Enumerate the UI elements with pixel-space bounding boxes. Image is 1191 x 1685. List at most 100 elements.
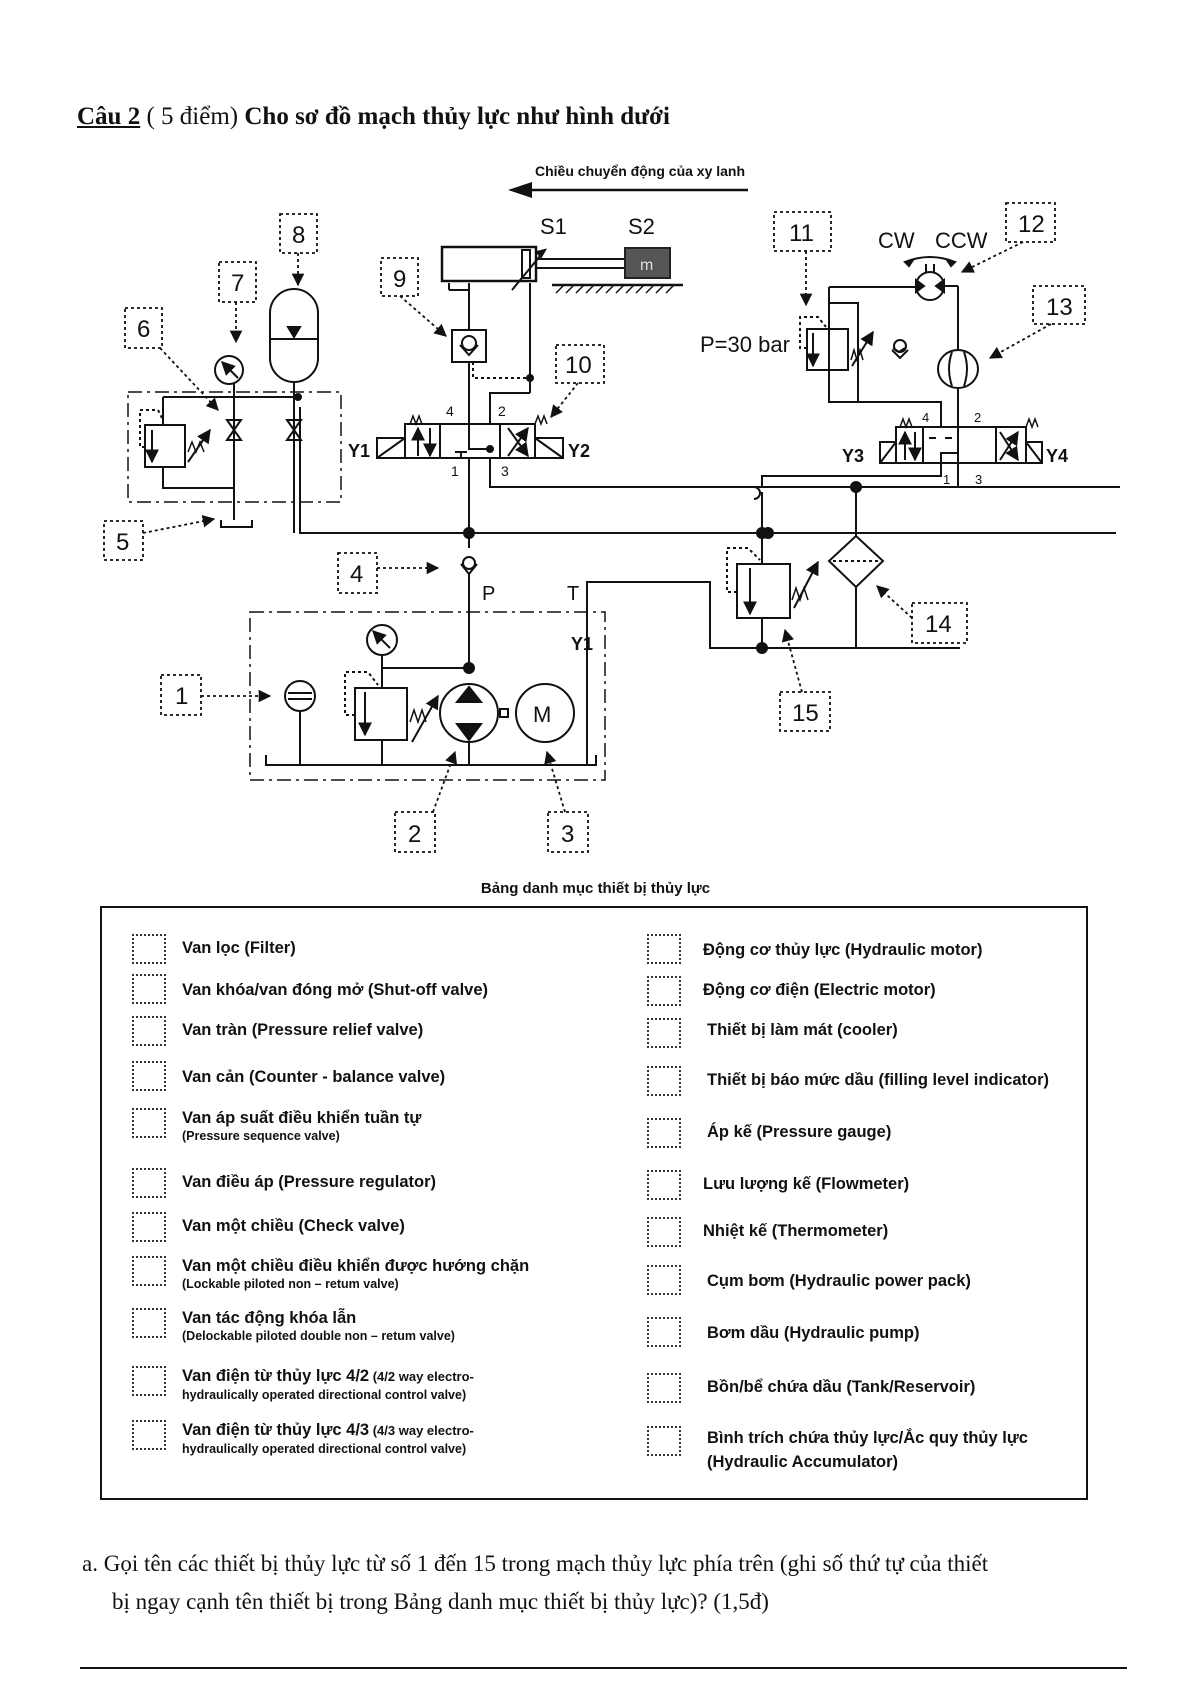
item-label: Van điện từ thủy lực 4/2 (182, 1367, 370, 1385)
coupling-icon (499, 708, 509, 718)
item-midlabel: (4/2 way electro- (369, 1369, 474, 1384)
callout-13-label: 13 (1046, 294, 1073, 321)
item-midlabel: (4/3 way electro- (369, 1423, 474, 1438)
solenoid-y1-label: Y1 (348, 441, 370, 461)
port-4-label: 4 (446, 403, 454, 419)
shutoff-valve-icon (225, 419, 243, 441)
callout-14-box (911, 602, 968, 644)
answer-box[interactable] (132, 1061, 166, 1091)
callout-10-label: 10 (565, 352, 592, 379)
answer-box[interactable] (132, 1256, 166, 1286)
directional-valve-y1-y2: 4 2 1 3 Y1 Y2 (348, 392, 1120, 488)
answer-box[interactable] (132, 1168, 166, 1198)
port-p-label: P (482, 583, 495, 605)
callout-10-box (555, 344, 605, 384)
solenoid-y4-label: Y4 (1046, 446, 1068, 466)
answer-box[interactable] (647, 1265, 681, 1295)
answer-box[interactable] (132, 1308, 166, 1338)
return-line-components (726, 481, 885, 654)
callout-8-box (279, 213, 318, 254)
directional-valve-y3-y4: 4 2 1 3 Y3 Y4 P=30 bar CW CCW (700, 228, 1068, 487)
item-label: Van điện từ thủy lực 4/3 (182, 1421, 370, 1439)
item-label: Cụm bơm (Hydraulic power pack) (707, 1272, 971, 1290)
question-a: a. Gọi tên các thiết bị thủy lực từ số 1… (82, 1545, 1142, 1621)
list-item: Van áp suất điều khiển tuần tự(Pressure … (132, 1108, 421, 1145)
list-item: Van tràn (Pressure relief valve) (132, 1016, 423, 1046)
solenoid-y2-label: Y2 (568, 441, 590, 461)
answer-box[interactable] (647, 1317, 681, 1347)
callout-12-label: 12 (1018, 211, 1045, 238)
item-label: Van cản (Counter - balance valve) (182, 1068, 446, 1086)
answer-box[interactable] (647, 1066, 681, 1096)
answer-box[interactable] (132, 1420, 166, 1450)
list-item: Bơm dầu (Hydraulic pump) (647, 1317, 920, 1347)
answer-box[interactable] (132, 974, 166, 1004)
callouts (103, 202, 1086, 853)
port-t-label: T (567, 583, 579, 605)
list-item: Van một chiều điều khiển được hướng chặn… (132, 1256, 529, 1293)
answer-box[interactable] (647, 1018, 681, 1048)
motor-label: M (533, 702, 551, 727)
item-label: Van khóa/van đóng mở (Shut-off valve) (182, 981, 489, 999)
item-label: Van lọc (Filter) (182, 939, 296, 957)
answer-box[interactable] (647, 1170, 681, 1200)
callout-6-box (124, 307, 163, 349)
list-item: Động cơ điện (Electric motor) (647, 976, 936, 1006)
filter-icon (827, 534, 885, 589)
question-heading: Câu 2 ( 5 điểm) Cho sơ đồ mạch thủy lực … (77, 103, 670, 131)
answer-box[interactable] (132, 1108, 166, 1138)
answer-box[interactable] (647, 1373, 681, 1403)
solenoid-y3-label: Y3 (842, 446, 864, 466)
callout-13-box (1032, 285, 1086, 325)
equipment-list-table: Van lọc (Filter) Van khóa/van đóng mở (S… (100, 906, 1088, 1500)
item-sublabel: hydraulically operated directional contr… (182, 1388, 467, 1402)
item-label: Van một chiều (Check valve) (182, 1217, 405, 1235)
item-label: Bơm dầu (Hydraulic pump) (707, 1324, 920, 1342)
answer-box[interactable] (647, 934, 681, 964)
callout-1-box (160, 674, 202, 716)
item-label: Lưu lượng kế (Flowmeter) (703, 1175, 910, 1193)
table-caption: Bảng danh mục thiết bị thủy lực (480, 880, 711, 897)
answer-box[interactable] (132, 1016, 166, 1046)
port-1-label: 1 (451, 463, 459, 479)
list-item: Van tác động khóa lẫn(Delockable piloted… (132, 1308, 455, 1345)
answer-box[interactable] (647, 1426, 681, 1456)
item-label: Van điều áp (Pressure regulator) (182, 1173, 436, 1191)
answer-box[interactable] (647, 976, 681, 1006)
callout-7-box (218, 261, 257, 303)
check-valve-icon (893, 339, 907, 353)
callout-15-label: 15 (792, 700, 819, 727)
question-a-line1: a. Gọi tên các thiết bị thủy lực từ số 1… (82, 1551, 989, 1576)
callout-15-box (779, 691, 831, 732)
callout-7-label: 7 (231, 270, 244, 297)
shutoff-valve-icon (285, 419, 303, 441)
answer-box[interactable] (132, 1366, 166, 1396)
list-item: Van khóa/van đóng mở (Shut-off valve) (132, 974, 488, 1004)
item-sublabel: (Hydraulic Accumulator) (707, 1453, 899, 1471)
pressure-gauge-icon (214, 355, 244, 385)
question-points: ( 5 điểm) (146, 103, 239, 130)
item-label: Van một chiều điều khiển được hướng chặn (182, 1257, 530, 1275)
level-indicator-icon (284, 680, 316, 712)
item-label: Thiết bị làm mát (cooler) (707, 1021, 898, 1039)
list-item: Áp kế (Pressure gauge) (647, 1118, 891, 1148)
arrowhead-left-icon (508, 182, 532, 198)
item-label: Động cơ điện (Electric motor) (703, 981, 936, 999)
answer-box[interactable] (647, 1118, 681, 1148)
port-4-label: 4 (922, 410, 929, 425)
answer-box[interactable] (132, 934, 166, 964)
tank-icon (220, 520, 253, 528)
item-label: Thiết bị báo mức dầu (filling level indi… (707, 1071, 1049, 1089)
item-sublabel: (Lockable piloted non – retum valve) (182, 1277, 399, 1291)
item-label: Bình trích chứa thủy lực/Ắc quy thủy lực (707, 1429, 1028, 1447)
callout-9-label: 9 (393, 266, 406, 293)
pressure-setting-label: P=30 bar (700, 332, 790, 357)
answer-box[interactable] (647, 1217, 681, 1247)
callout-8-label: 8 (292, 222, 305, 249)
footer-divider (80, 1667, 1127, 1669)
ccw-label: CCW (935, 228, 988, 253)
answer-box[interactable] (132, 1212, 166, 1242)
callout-14-label: 14 (925, 611, 952, 638)
callout-2-box (394, 811, 436, 853)
list-item: Van điện từ thủy lực 4/3 (4/3 way electr… (132, 1420, 474, 1458)
